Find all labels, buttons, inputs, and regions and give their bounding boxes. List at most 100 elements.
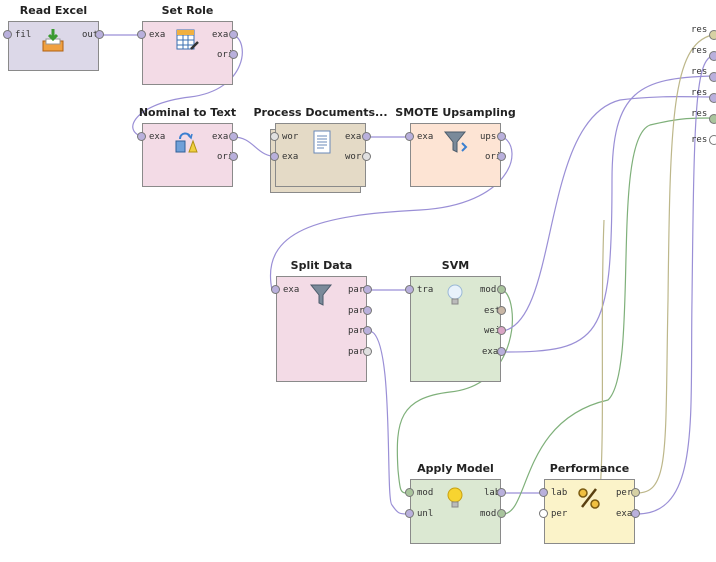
port-wor-out[interactable] — [362, 152, 371, 161]
wire-svm-example-result — [502, 75, 713, 353]
port-label-wor-out: wor — [345, 152, 362, 162]
result-port-5[interactable] — [709, 114, 716, 124]
wire-performance-example-result — [636, 55, 713, 515]
operator-title: Read Excel — [19, 4, 88, 17]
port-est-out[interactable] — [497, 306, 506, 315]
port-label-wor-in: wor — [282, 132, 299, 142]
port-label-est: est — [484, 306, 501, 316]
port-unl-in[interactable] — [405, 509, 414, 518]
port-mod-in[interactable] — [405, 488, 414, 497]
operator-body — [410, 479, 501, 544]
port-label-fil: fil — [15, 30, 32, 40]
port-label-exa-in: exa — [283, 285, 300, 295]
nominal-to-text-icon — [175, 132, 198, 153]
port-label-mod-in: mod — [417, 488, 434, 498]
port-exa-in[interactable] — [137, 30, 146, 39]
port-label-exa-in: exa — [417, 132, 434, 142]
port-label-lab: lab — [551, 488, 568, 498]
port-label-per-in: per — [551, 509, 568, 519]
result-label-5: res — [691, 109, 708, 119]
port-label-exa-in: exa — [149, 132, 166, 142]
lightbulb-icon — [447, 284, 463, 305]
operator-process-documents[interactable]: Process Documents... wor exa exa wor — [253, 106, 388, 193]
port-label-par-3: par — [348, 326, 365, 336]
document-icon — [313, 130, 331, 154]
port-lab-out[interactable] — [497, 488, 506, 497]
operator-title: Set Role — [161, 4, 214, 17]
port-exa-out[interactable] — [362, 132, 371, 141]
port-label-tra: tra — [417, 285, 434, 295]
port-label-ori: ori — [217, 152, 234, 162]
port-out[interactable] — [95, 30, 104, 39]
port-exa-in[interactable] — [137, 132, 146, 141]
port-exa-out[interactable] — [497, 347, 506, 356]
port-label-ori: ori — [217, 50, 234, 60]
result-label-6: res — [691, 135, 708, 145]
port-tra-in[interactable] — [405, 285, 414, 294]
port-label-exa: exa — [616, 509, 633, 519]
port-wei-out[interactable] — [497, 326, 506, 335]
read-excel-icon — [42, 29, 64, 52]
port-mod-out[interactable] — [497, 509, 506, 518]
wire-performance-mid — [599, 219, 605, 494]
port-label-wei: wei — [484, 326, 501, 336]
result-label-1: res — [691, 25, 708, 35]
operator-nominal-to-text[interactable]: Nominal to Text exa exa ori — [137, 106, 238, 187]
port-label-exa: exa — [482, 347, 499, 357]
wire-svm-applymodel — [396, 289, 513, 494]
port-per-out[interactable] — [631, 488, 640, 497]
port-exa-out[interactable] — [631, 509, 640, 518]
port-wor-in[interactable] — [270, 132, 279, 141]
port-per-in[interactable] — [539, 509, 548, 518]
port-par-1[interactable] — [363, 285, 372, 294]
operator-apply-model[interactable]: Apply Model mod unl lab mod — [405, 462, 506, 544]
operator-body — [544, 479, 635, 544]
port-par-4[interactable] — [363, 347, 372, 356]
operator-title: SMOTE Upsampling — [395, 106, 516, 119]
port-ori-out[interactable] — [497, 152, 506, 161]
result-port-1[interactable] — [709, 30, 716, 40]
split-funnel-icon — [309, 284, 333, 306]
port-exa-in[interactable] — [405, 132, 414, 141]
port-exa-in[interactable] — [270, 152, 279, 161]
port-ori-out[interactable] — [229, 152, 238, 161]
wire-performance-result — [636, 34, 713, 494]
operator-set-role[interactable]: Set Role exa exa ori — [137, 4, 238, 85]
set-role-icon — [176, 29, 199, 50]
port-label-per-out: per — [616, 488, 633, 498]
operator-performance[interactable]: Performance lab per per exa — [539, 462, 640, 544]
port-mod-out[interactable] — [497, 285, 506, 294]
port-label-par-1: par — [348, 285, 365, 295]
wire-split-applymodel — [368, 330, 408, 515]
operator-read-excel[interactable]: Read Excel fil out — [3, 4, 104, 71]
result-port-4[interactable] — [709, 93, 716, 103]
port-label-ori: ori — [485, 152, 502, 162]
result-label-3: res — [691, 67, 708, 77]
operator-smote-upsampling[interactable]: SMOTE Upsampling exa ups ori — [395, 106, 516, 187]
result-port-3[interactable] — [709, 72, 716, 82]
port-exa-out[interactable] — [229, 132, 238, 141]
operator-title: Process Documents... — [253, 106, 388, 119]
port-lab-in[interactable] — [539, 488, 548, 497]
wire-svm-weights-result — [502, 96, 713, 332]
port-par-3[interactable] — [363, 326, 372, 335]
percent-icon — [578, 488, 600, 509]
operator-split-data[interactable]: Split Data exa par par par par — [271, 259, 372, 382]
port-fil-in[interactable] — [3, 30, 12, 39]
port-ori-out[interactable] — [229, 50, 238, 59]
port-exa-out[interactable] — [229, 30, 238, 39]
port-ups-out[interactable] — [497, 132, 506, 141]
operator-svm[interactable]: SVM tra mod est wei exa — [405, 259, 506, 382]
port-exa-in[interactable] — [271, 285, 280, 294]
wire-applymodel-model-result — [502, 117, 713, 515]
port-label-out: out — [82, 30, 99, 40]
port-label-exa-out: exa — [345, 132, 362, 142]
port-label-mod: mod — [480, 285, 497, 295]
result-port-6[interactable] — [709, 135, 716, 145]
result-port-2[interactable] — [709, 51, 716, 61]
operator-title: Performance — [549, 462, 630, 475]
wire-smote-split — [269, 136, 513, 291]
lightbulb-on-icon — [447, 487, 463, 508]
port-par-2[interactable] — [363, 306, 372, 315]
result-label-4: res — [691, 88, 708, 98]
